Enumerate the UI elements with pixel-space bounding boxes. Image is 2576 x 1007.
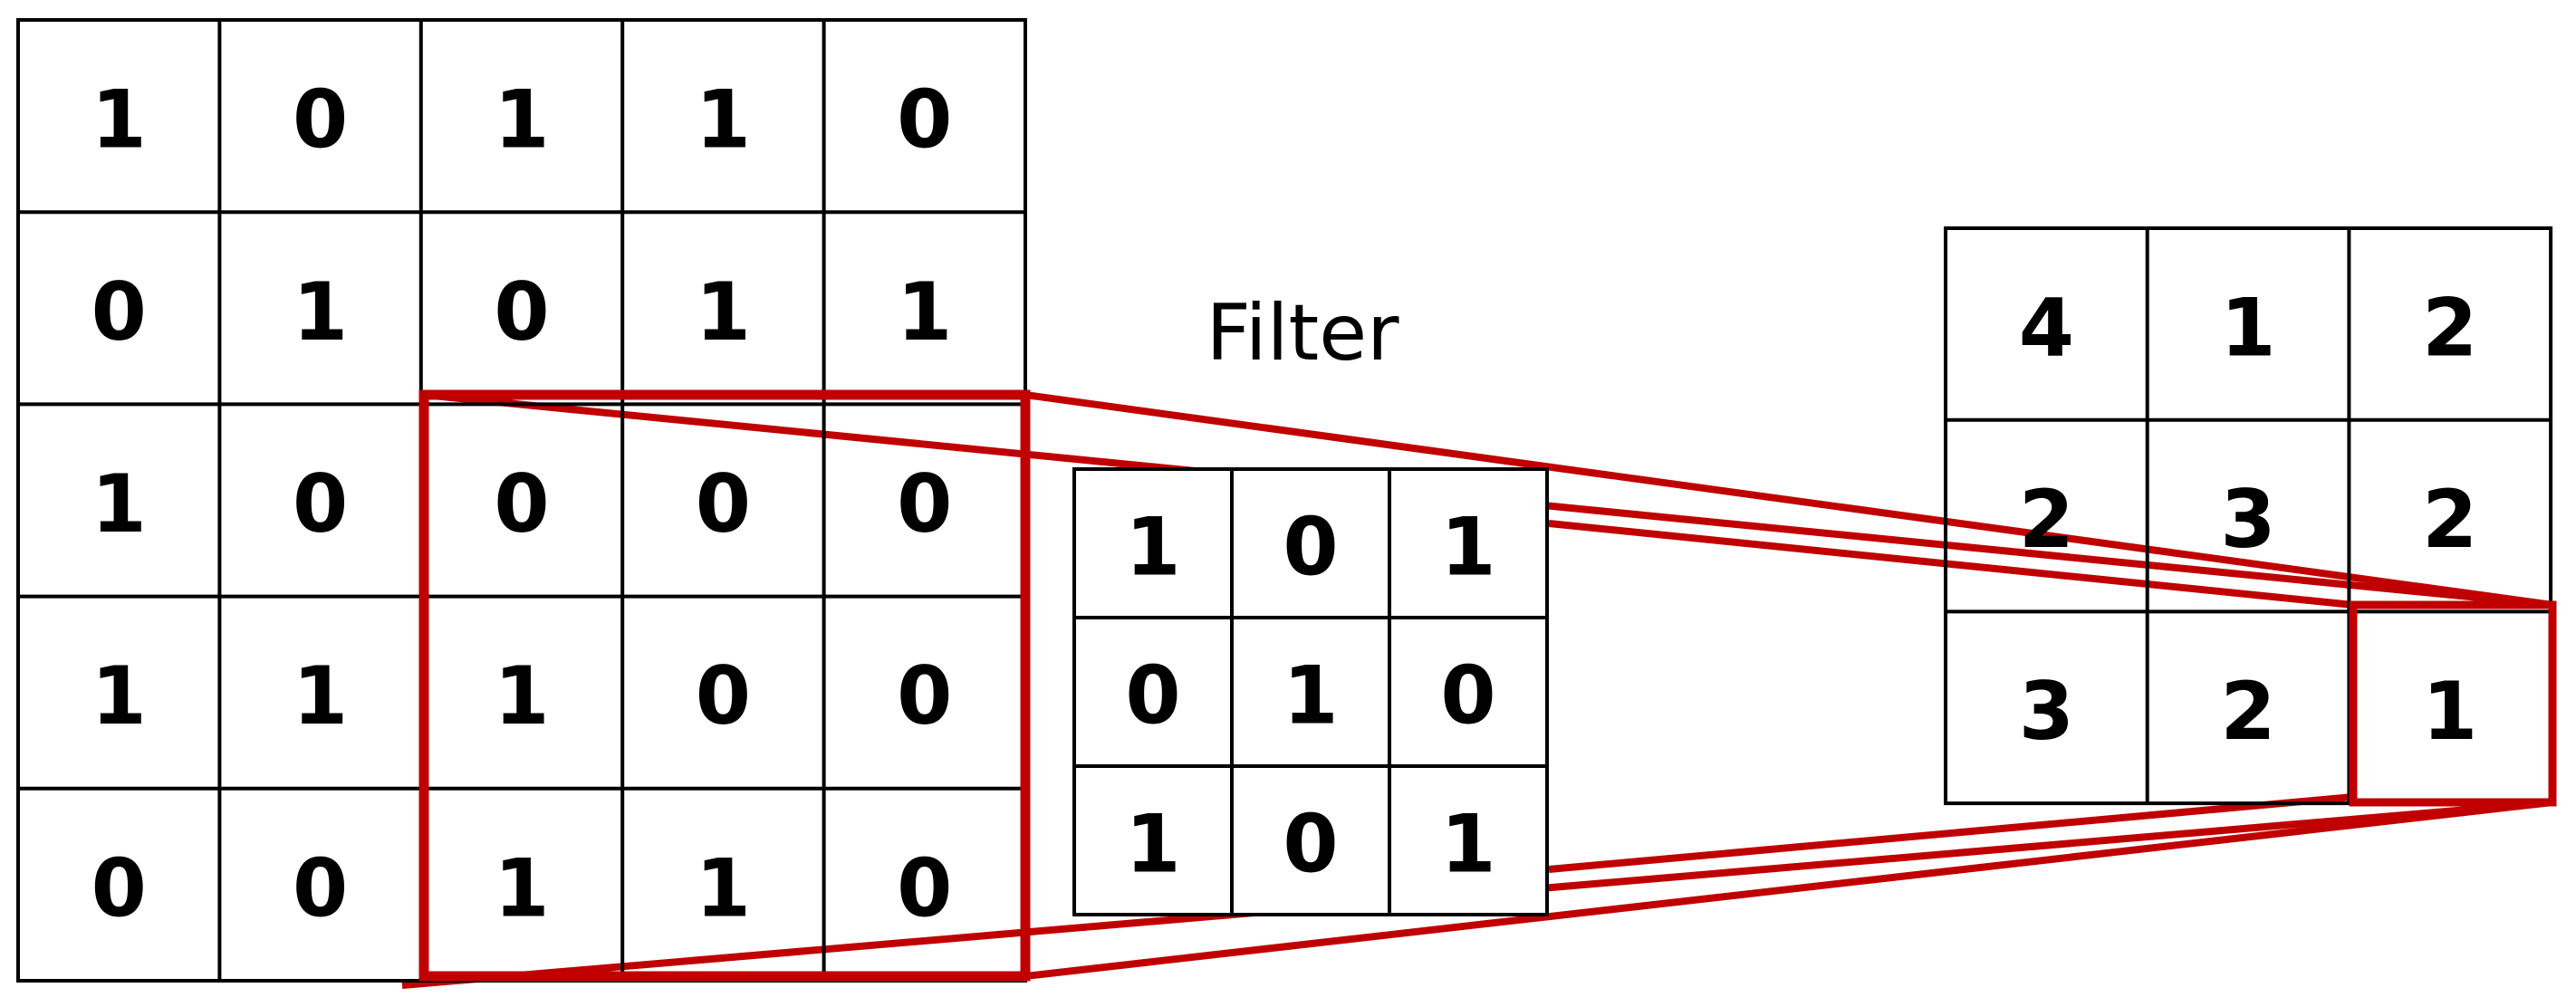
- filter-label: Filter: [1206, 288, 1400, 379]
- input-cell: 0: [293, 841, 348, 935]
- input-cell: 0: [897, 457, 952, 551]
- input-cell: 1: [91, 457, 147, 551]
- filter-cell: 0: [1283, 501, 1338, 594]
- input-cell: 0: [696, 649, 751, 743]
- output-grid-border: [1944, 226, 2553, 806]
- input-cell: 0: [494, 457, 549, 551]
- input-cell: 1: [696, 841, 751, 935]
- output-cell: 3: [2220, 473, 2275, 566]
- input-matrix: 1 0 1 1 0 0 1 0 1 1 1 0 0 0 0 1 1 1 0 0 0 0 1 1 0: [16, 18, 1027, 983]
- filter-matrix: 1 0 1 0 1 0 1 0 1: [1072, 467, 1549, 916]
- input-cell: 1: [91, 649, 147, 743]
- connector-line: [1024, 391, 2553, 609]
- output-cell: 1: [2220, 281, 2275, 374]
- input-cell: 0: [897, 73, 952, 167]
- output-matrix: 4 1 2 2 3 2 3 2 1: [1944, 226, 2553, 806]
- input-cell: 0: [91, 265, 147, 359]
- output-cell-highlight: [2349, 600, 2557, 807]
- input-cell: 1: [897, 265, 952, 359]
- input-cell: 0: [494, 265, 549, 359]
- input-cell: 1: [91, 73, 147, 167]
- output-cell: 4: [2019, 281, 2074, 374]
- output-cell: 2: [2019, 473, 2074, 566]
- filter-cell: 1: [1283, 649, 1338, 743]
- input-cell: 1: [696, 265, 751, 359]
- filter-background: [1074, 469, 1547, 915]
- input-cell: 0: [293, 73, 348, 167]
- input-cell: 1: [494, 73, 549, 167]
- input-receptive-field-highlight: [418, 389, 1031, 982]
- output-cell: 2: [2422, 281, 2477, 374]
- input-cell: 0: [897, 841, 952, 935]
- output-cell: 2: [2220, 665, 2275, 758]
- input-cell: 1: [696, 73, 751, 167]
- filter-cell: 1: [1440, 501, 1495, 594]
- input-cell: 0: [897, 649, 952, 743]
- input-cell: 1: [293, 265, 348, 359]
- filter-cell: 0: [1440, 649, 1495, 743]
- connector-line: [1024, 799, 2553, 980]
- input-cell: 1: [494, 841, 549, 935]
- filter-cell: 0: [1283, 798, 1338, 891]
- input-cell: 1: [494, 649, 549, 743]
- filter-cell: 0: [1125, 649, 1180, 743]
- filter-cell: 1: [1440, 798, 1495, 891]
- input-cell: 0: [293, 457, 348, 551]
- filter-grid-border: [1072, 467, 1549, 916]
- output-cell: 3: [2019, 665, 2074, 758]
- output-cell: 2: [2422, 473, 2477, 566]
- input-cell: 0: [91, 841, 147, 935]
- input-cell: 1: [293, 649, 348, 743]
- output-cell: 1: [2422, 665, 2477, 758]
- filter-cell: 1: [1125, 798, 1180, 891]
- input-cell: 0: [696, 457, 751, 551]
- connector-line: [1548, 520, 2354, 609]
- connector-line: [1548, 793, 2354, 873]
- filter-cell: 1: [1125, 501, 1180, 594]
